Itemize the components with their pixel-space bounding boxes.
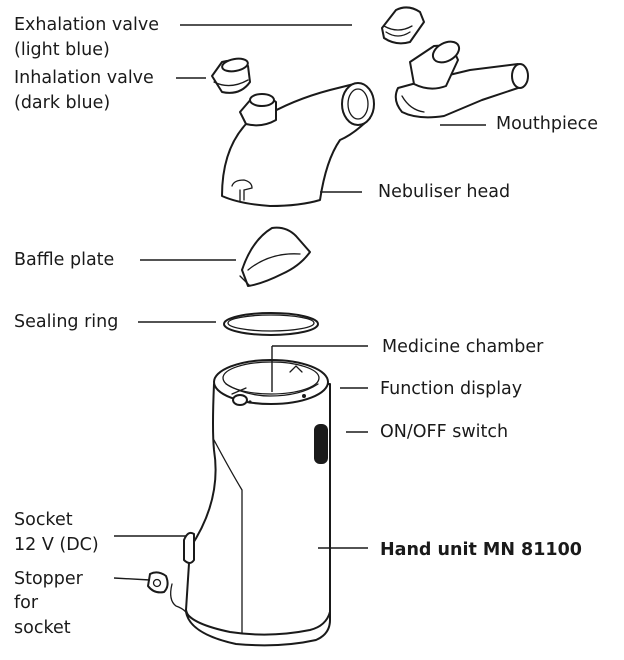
medicine-chamber-label: Medicine chamber [382,337,544,357]
stopper-label-line3: socket [14,618,71,638]
nebuliser-head-part [221,82,375,207]
function-display-label: Function display [380,379,523,399]
sealing-ring-part [223,312,319,336]
nebuliser-head-label: Nebuliser head [378,182,511,202]
stopper-label-line2: for [14,593,39,613]
exhalation-valve-color-label: (light blue) [14,40,110,60]
baffle-plate-part [239,226,311,287]
hand-unit-label: Hand unit MN 81100 [380,540,582,560]
exhalation-valve-part [381,6,425,45]
mouthpiece-part [394,40,529,119]
baffle-plate-label: Baffle plate [14,250,115,270]
stopper-part [147,571,187,613]
mouthpiece-label: Mouthpiece [496,114,598,134]
sealing-ring-label: Sealing ring [14,312,119,332]
leader-lines [113,24,486,581]
exhalation-valve-label: Exhalation valve [14,15,159,35]
socket-voltage-label: 12 V (DC) [14,535,99,555]
hand-unit-part [183,359,331,647]
stopper-label-line1: Stopper [14,569,83,589]
inhalation-valve-part [211,57,251,94]
inhalation-valve-label: Inhalation valve [14,68,154,88]
inhalation-valve-color-label: (dark blue) [14,93,111,113]
on-off-switch-label: ON/OFF switch [380,422,509,442]
socket-label: Socket [14,510,73,530]
